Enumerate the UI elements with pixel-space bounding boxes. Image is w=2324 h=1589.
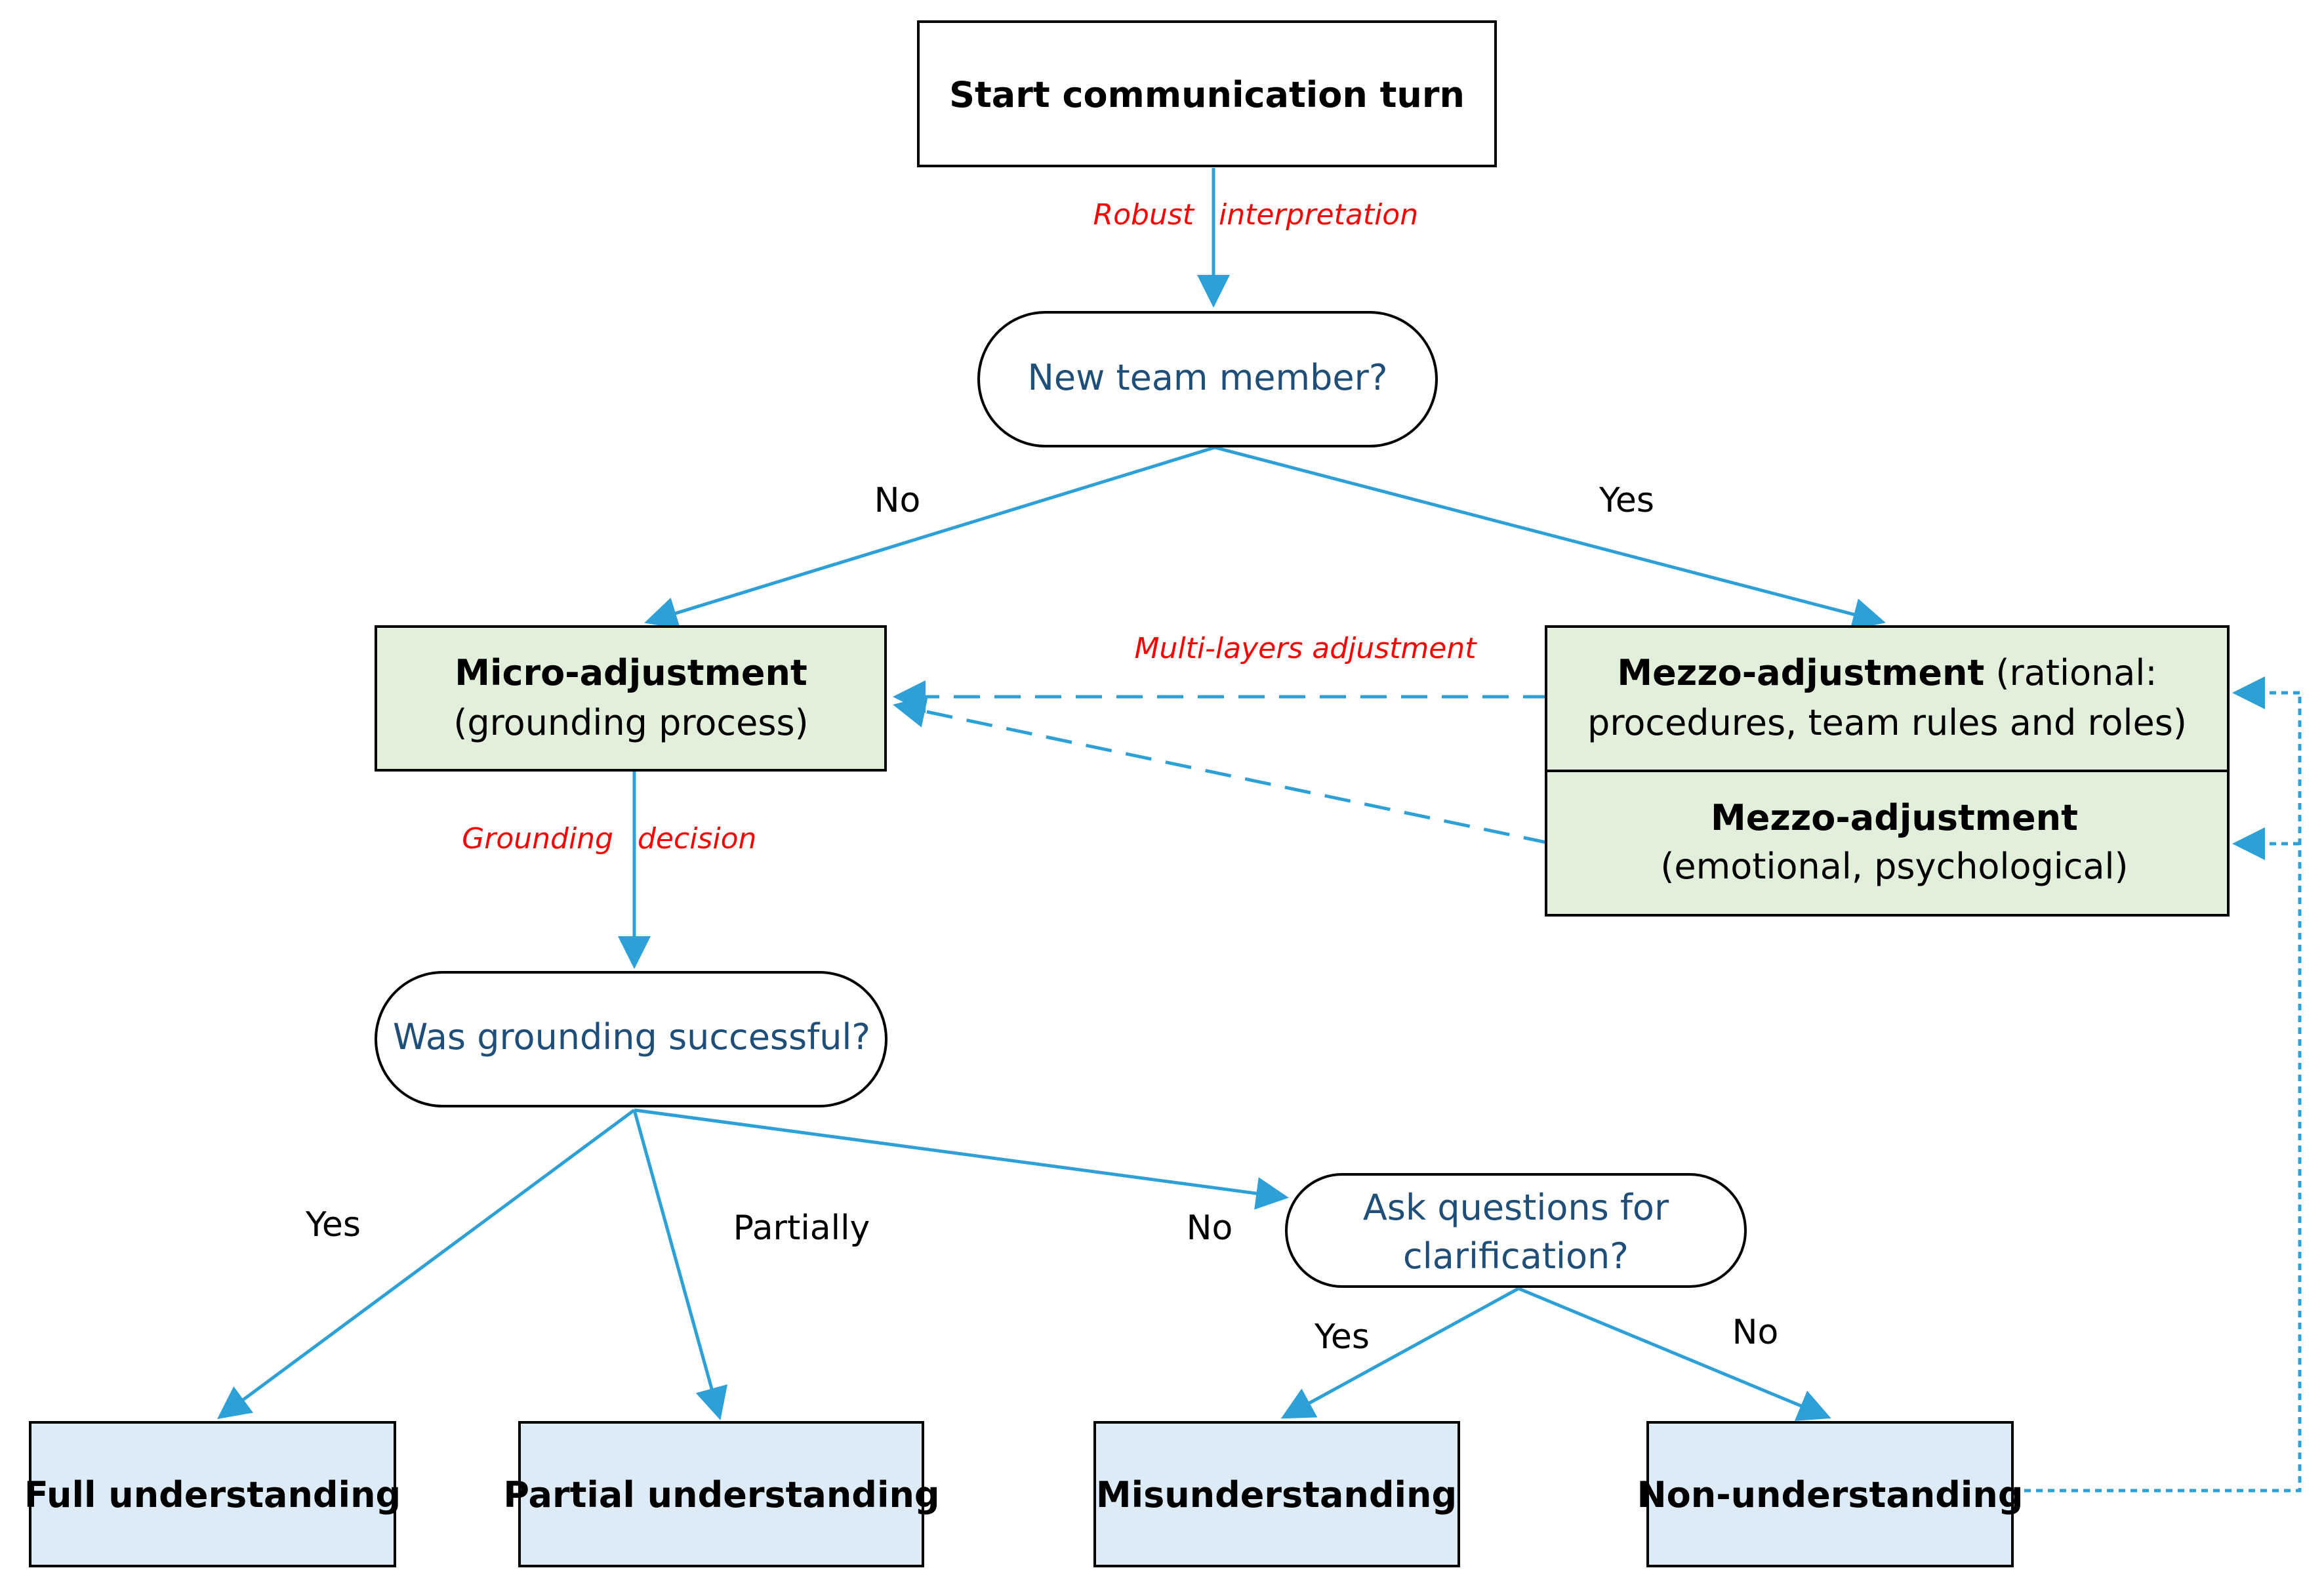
note-grounding: Grounding: [462, 822, 613, 856]
start-node: Start communication turn: [917, 20, 1497, 167]
edge-new-member-to-micro: [644, 445, 1215, 629]
note-interpretation: interpretation: [1219, 198, 1418, 232]
non-understanding-box: Non-understanding: [1637, 1421, 2024, 1567]
micro-adjustment-box: Micro-adjustment (grounding process): [375, 625, 887, 772]
edge-new-member-to-mezzo: [1214, 445, 1886, 630]
edge-label-ask-no: No: [1732, 1313, 1779, 1352]
mezzo-rational-title: Mezzo-adjustment: [1617, 652, 1984, 693]
start-label: Start communication turn: [949, 74, 1465, 115]
edges: [216, 168, 2302, 1493]
edge-label-grounding-yes: Yes: [305, 1205, 361, 1245]
ask-questions-decision: Ask questions for clarification?: [1285, 1173, 1747, 1288]
edge-grounding-to-ask: [634, 1108, 1289, 1210]
edge-label-grounding-partially: Partially: [733, 1208, 870, 1248]
mezzo-rational-title-suffix: (rational:: [1984, 652, 2157, 693]
full-understanding-box: Full understanding: [24, 1421, 401, 1567]
non-understanding-label: Non-understanding: [1637, 1474, 2023, 1516]
edge-label-new-yes: Yes: [1599, 481, 1654, 520]
mezzo-emotional-box: Mezzo-adjustment (emotional, psychologic…: [1545, 770, 2230, 917]
grounding-success-decision: Was grounding successful?: [375, 971, 887, 1107]
mezzo-rational-subtitle: procedures, team rules and roles): [1587, 702, 2187, 743]
ask-questions-line1: Ask questions for: [1363, 1187, 1669, 1228]
mezzo-rational-title-line: Mezzo-adjustment (rational:: [1617, 652, 2157, 693]
edge-grounding-to-partial: [632, 1109, 728, 1420]
edge-label-ask-yes: Yes: [1314, 1317, 1370, 1357]
full-understanding-label: Full understanding: [24, 1474, 401, 1516]
note-robust: Robust: [1093, 198, 1195, 232]
grounding-success-label: Was grounding successful?: [393, 1016, 870, 1058]
mezzo-emotional-subtitle: (emotional, psychological): [1660, 846, 2128, 887]
edge-mezzo-emotional-to-micro: [893, 695, 1550, 845]
partial-understanding-box: Partial understanding: [503, 1421, 940, 1567]
ask-questions-line2: clarification?: [1403, 1235, 1629, 1277]
edge-non-understanding-feedback: [2012, 693, 2302, 1493]
partial-understanding-label: Partial understanding: [503, 1474, 939, 1516]
mezzo-emotional-title: Mezzo-adjustment: [1711, 797, 2078, 838]
edge-label-grounding-no: No: [1187, 1208, 1233, 1248]
misunderstanding-label: Misunderstanding: [1096, 1474, 1457, 1516]
note-decision: decision: [638, 822, 756, 856]
edge-grounding-to-full: [216, 1108, 636, 1419]
note-multi-layers: Multi-layers adjustment: [1135, 632, 1478, 665]
misunderstanding-box: Misunderstanding: [1093, 1421, 1460, 1567]
micro-title: Micro-adjustment: [455, 652, 807, 693]
edge-label-new-no: No: [874, 481, 921, 520]
new-member-decision: New team member?: [977, 311, 1438, 447]
edge-ask-to-non-understanding: [1518, 1287, 1831, 1421]
edge-ask-to-misunderstanding: [1280, 1287, 1520, 1419]
new-member-label: New team member?: [1028, 357, 1388, 398]
mezzo-rational-box: Mezzo-adjustment (rational: procedures, …: [1545, 625, 2230, 772]
micro-subtitle: (grounding process): [453, 702, 808, 743]
